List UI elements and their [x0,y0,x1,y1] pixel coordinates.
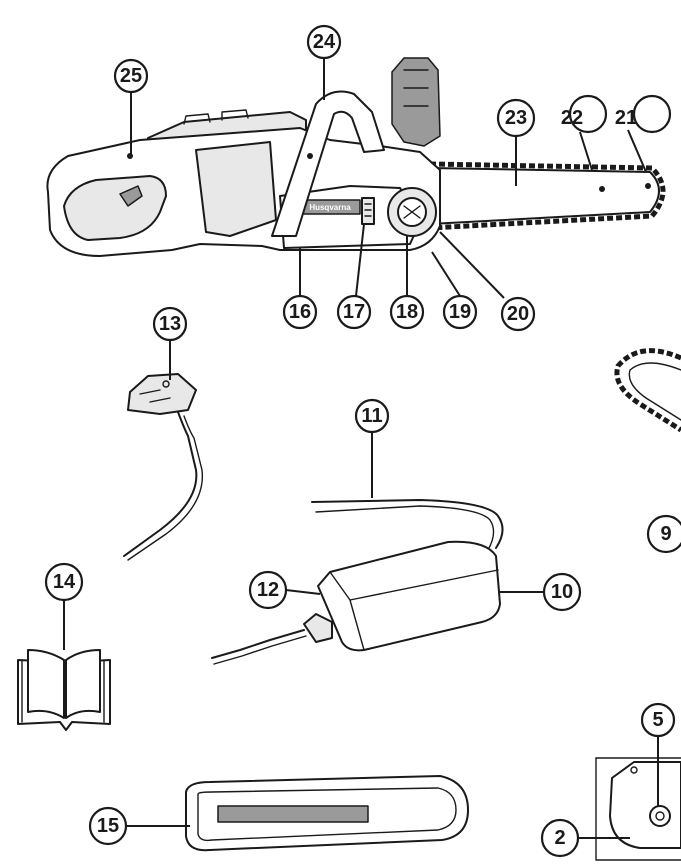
callout-c15: 15 [88,806,128,846]
callout-label-12: 12 [257,579,279,601]
bar-nose-rivet-icon [645,183,651,189]
callout-c21: 21 [615,94,672,134]
operators-manual-icon [17,600,111,731]
callout-c11: 11 [354,398,390,434]
trigger [119,185,143,207]
chainsaw-leader-lines [130,58,647,299]
saw-chain-spare [614,348,681,433]
bar-rivet-icon [599,186,605,192]
callout-c17: 17 [336,294,372,330]
callout-label-19: 19 [449,301,471,323]
chain-brake-guard [391,57,441,147]
callout-c13: 13 [152,306,188,342]
callout-label-24: 24 [313,31,336,53]
charger-housing [317,540,501,652]
callout-c19: 19 [442,294,478,330]
callout-c22: 22 [561,94,608,134]
callout-c20: 20 [500,296,536,332]
battery-charger [211,432,544,665]
callout-label-20: 20 [507,303,529,325]
callout-c2: 2 [540,818,580,858]
oil-level-window [361,197,375,225]
callout-label-5: 5 [652,709,663,731]
callout-label-13: 13 [159,313,181,335]
cover-nut-icon [649,805,671,827]
callout-c9: 9 [646,514,681,554]
callout-label-17: 17 [343,301,365,323]
callout-c16: 16 [282,294,318,330]
side-panel [195,141,277,237]
callout-c12: 12 [248,570,288,610]
bar-cover-slot [217,805,369,823]
adapter-plug [127,373,197,415]
saw-chain [429,161,666,231]
callout-c23: 23 [496,98,536,138]
callout-c10: 10 [542,572,582,612]
charger-cable-strain-relief [303,613,333,643]
callout-label-23: 23 [505,107,527,129]
callout-label-10: 10 [551,581,573,603]
callout-label-21: 21 [615,107,637,129]
callout-label-16: 16 [289,301,311,323]
callout-c24: 24 [306,24,342,60]
front-handle [271,90,385,237]
callout-c14: 14 [44,562,84,602]
battery-adapter-cord [123,340,204,561]
callout-label-9: 9 [660,523,671,545]
callout-label-11: 11 [361,405,382,427]
callout-label-25: 25 [120,65,142,87]
callout-label-22: 22 [561,107,583,129]
callout-label-15: 15 [97,815,119,837]
chainsaw-illustration: Husqvarna [46,57,666,257]
callout-label-18: 18 [396,301,418,323]
callout-c5: 5 [640,702,676,738]
guide-bar-cover [124,775,469,852]
callout-c18: 18 [389,294,425,330]
callout-label-2: 2 [554,827,565,849]
brand-logo: Husqvarna [309,203,351,212]
guide-bar [429,167,660,225]
callout-label-14: 14 [53,571,76,593]
sprocket-cover-part [578,736,681,861]
callout-c25: 25 [113,58,149,94]
